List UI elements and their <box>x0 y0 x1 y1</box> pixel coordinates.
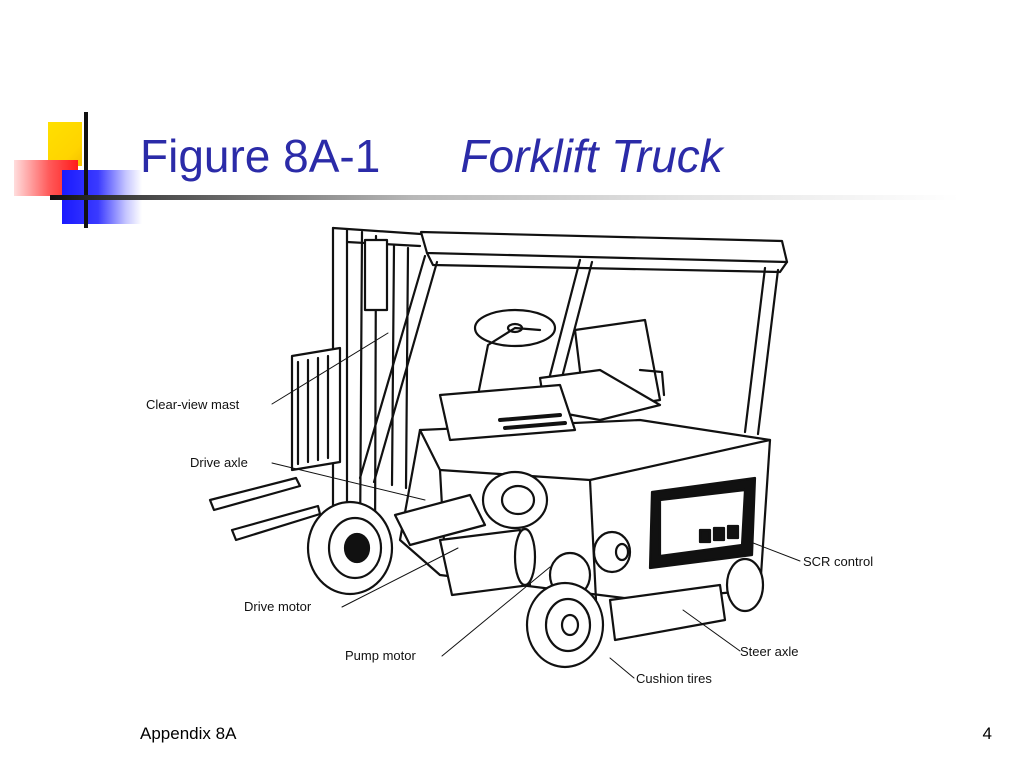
drive-motor <box>438 528 532 597</box>
guard-post-rear <box>743 266 780 436</box>
page-number: 4 <box>982 724 992 743</box>
label-drive-axle: Drive axle <box>190 455 248 470</box>
footer-appendix-label: Appendix 8A <box>140 724 237 743</box>
steer-axle <box>608 583 727 642</box>
label-pump-motor: Pump motor <box>345 648 416 663</box>
title-underline <box>50 195 960 200</box>
overhead-guard <box>419 230 789 264</box>
label-scr-control: SCR control <box>803 554 873 569</box>
forklift-illustration: Clear-view mast Drive axle SCR control D… <box>146 226 873 686</box>
label-clear-view-mast: Clear-view mast <box>146 397 240 412</box>
title-subject: Forklift Truck <box>460 130 723 182</box>
title-figure-number: Figure 8A-1 <box>140 130 381 182</box>
label-cushion-tires: Cushion tires <box>636 671 712 686</box>
decorative-vertical-line <box>84 112 88 228</box>
callout-leaders <box>271 332 801 679</box>
slide-title: Figure 8A-1 Forklift Truck <box>140 126 723 186</box>
label-drive-motor: Drive motor <box>244 599 312 614</box>
drive-axle-housing <box>481 470 549 530</box>
forks <box>208 476 322 542</box>
decorative-yellow-square <box>48 122 82 166</box>
label-steer-axle: Steer axle <box>740 644 799 659</box>
